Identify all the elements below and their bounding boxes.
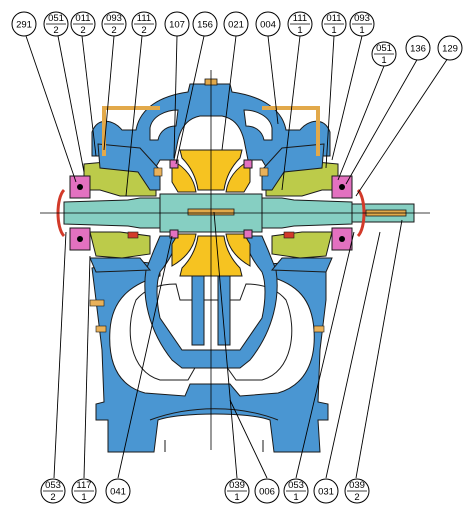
label-bubble-136: 136 [405,35,431,61]
label-number: 111 [137,13,151,24]
label-number: 039 [229,480,245,491]
leader-lines [25,35,449,479]
label-index: 2 [80,25,85,36]
centerlines [40,70,430,450]
bolts [89,167,325,333]
label-number: 011 [326,13,341,24]
label-number: 117 [76,480,91,491]
label-bubble-039-1: 039 1 [224,478,250,504]
label-number: 053 [45,480,61,491]
label-number: 051 [48,13,64,24]
label-bubble-021: 021 [223,11,249,37]
label-bubble-053-1: 053 1 [283,478,309,504]
label-number: 156 [197,20,213,31]
label-bubble-111-2: 111 2 [131,11,157,37]
label-bubble-111-1: 111 1 [287,11,313,37]
label-number: 107 [169,20,185,31]
label-number: 051 [376,43,392,54]
label-number: 053 [288,480,304,491]
label-index: 1 [234,492,239,503]
label-index: 1 [81,492,86,503]
label-index: 1 [331,25,336,36]
volute-casing [91,83,331,369]
label-index: 1 [359,25,364,36]
label-index: 2 [354,492,359,503]
label-bubble-011-1: 011 1 [321,11,347,37]
label-number: 093 [106,13,122,24]
label-index: 2 [53,25,58,36]
label-bubble-053-2: 053 2 [40,478,66,504]
label-bubble-006: 006 [254,478,280,504]
label-bubble-107: 107 [164,11,190,37]
label-bubble-117-1: 117 1 [71,478,97,504]
label-index: 1 [381,55,386,66]
label-bubble-129: 129 [437,35,463,61]
label-number: 093 [354,13,370,24]
label-bubble-031: 031 [313,478,339,504]
label-index: 2 [141,25,146,36]
label-bubble-039-2: 039 2 [344,478,370,504]
label-index: 1 [293,492,298,503]
label-index: 2 [50,492,55,503]
label-bubble-093-2: 093 2 [101,11,127,37]
label-number: 136 [410,44,426,55]
label-index: 2 [111,25,116,36]
label-bubble-156: 156 [192,11,218,37]
label-number: 011 [75,13,90,24]
label-bubble-011-2: 011 2 [70,11,96,37]
label-number: 041 [110,487,126,498]
side-brackets [89,143,333,273]
label-number: 004 [260,20,276,31]
label-number: 291 [16,20,32,31]
label-index: 1 [297,25,302,36]
label-number: 006 [259,487,275,498]
label-bubble-041: 041 [105,478,131,504]
label-bubble-291: 291 [11,11,37,37]
label-number: 039 [349,480,365,491]
label-bubble-051-2: 051 2 [43,11,69,37]
label-bubble-004: 004 [255,11,281,37]
label-bubble-093-1: 093 1 [349,11,375,37]
label-number: 129 [442,44,458,55]
label-bubble-051-1: 051 1 [371,41,397,67]
label-number: 031 [318,487,334,498]
label-number: 021 [228,20,244,31]
label-number: 111 [293,13,307,24]
